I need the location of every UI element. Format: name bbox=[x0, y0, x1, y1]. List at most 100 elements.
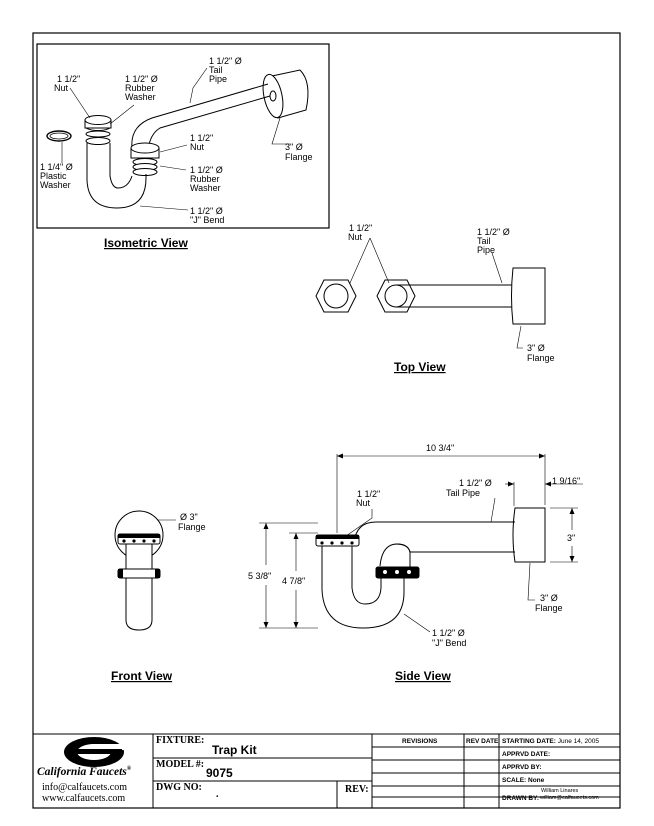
iso-label-top-nut-1: 1 1/2" bbox=[57, 74, 80, 84]
side-tail-top bbox=[353, 521, 515, 544]
side-flange-shape bbox=[512, 507, 546, 563]
side-dimensions bbox=[259, 454, 583, 633]
front-nut-top-shape bbox=[117, 533, 161, 545]
side-label-bend-1: 1 1/2" Ø bbox=[432, 628, 465, 638]
top-label-tail-3: Pipe bbox=[477, 245, 495, 255]
side-dim-total-height: 5 3/8" bbox=[248, 571, 271, 581]
top-label-nut-1: 1 1/2" bbox=[349, 223, 372, 233]
side-label-flange-2: Flange bbox=[535, 603, 563, 613]
model-value: 9075 bbox=[206, 766, 233, 780]
scale-row: SCALE: None bbox=[502, 777, 544, 784]
model-label: MODEL #: bbox=[156, 759, 205, 770]
side-dim-flange: 1 9/16" bbox=[552, 476, 580, 486]
side-dimension-arrows bbox=[263, 453, 575, 628]
starting-date-value: June 14, 2005 bbox=[557, 738, 599, 745]
iso-plastic-washer-shape bbox=[46, 130, 72, 142]
side-dim-bend-height: 4 7/8" bbox=[282, 576, 305, 586]
iso-label-tail-2: Tail bbox=[209, 65, 223, 75]
top-label-tail-2: Tail bbox=[477, 236, 491, 246]
iso-label-plastic-2: Plastic bbox=[40, 171, 67, 181]
isometric-view-title: Isometric View bbox=[104, 236, 188, 250]
side-view: 10 3/4" 1 9/16" 3" 5 3/8" 4 7/8" 1 1/2" … bbox=[248, 443, 583, 683]
starting-date-label: STARTING DATE: bbox=[502, 738, 556, 745]
front-nut-bottom-shape bbox=[117, 568, 161, 579]
side-dim-flange-height: 3" bbox=[567, 533, 575, 543]
top-label-flange-2: Flange bbox=[527, 353, 555, 363]
apprvd-by-label: APPRVD BY: bbox=[502, 764, 542, 771]
iso-label-top-washer-1: 1 1/2" Ø bbox=[125, 74, 158, 84]
iso-tail-pipe-top bbox=[131, 83, 269, 149]
brand-email[interactable]: info@calfaucets.com bbox=[42, 782, 128, 793]
iso-label-bend-2: "J" Bend bbox=[190, 215, 224, 225]
iso-label-top-washer-3: Washer bbox=[125, 92, 156, 102]
iso-label-mid-nut-2: Nut bbox=[190, 142, 205, 152]
drawn-by-email[interactable]: william@calfaucets.com bbox=[540, 795, 599, 801]
iso-label-flange-1: 3" Ø bbox=[285, 142, 303, 152]
front-label-flange-1: Ø 3" bbox=[180, 512, 198, 522]
top-label-nut-2: Nut bbox=[348, 232, 363, 242]
top-view-title: Top View bbox=[394, 360, 446, 374]
iso-mid-nut-shape bbox=[130, 142, 160, 176]
side-label-flange-1: 3" Ø bbox=[540, 593, 558, 603]
iso-label-mid-nut-1: 1 1/2" bbox=[190, 133, 213, 143]
iso-label-flange-2: Flange bbox=[285, 152, 313, 162]
iso-label-top-nut-2: Nut bbox=[54, 83, 69, 93]
iso-bend-inner bbox=[109, 143, 133, 189]
iso-label-top-washer-2: Rubber bbox=[125, 83, 155, 93]
side-bend-inner bbox=[351, 545, 382, 605]
iso-bend-outer bbox=[86, 143, 147, 209]
side-tail-bottom bbox=[379, 543, 515, 567]
iso-label-tail-1: 1 1/2" Ø bbox=[209, 56, 242, 66]
brand-text: California Faucets bbox=[37, 766, 127, 778]
front-view-title: Front View bbox=[111, 669, 173, 683]
top-view: 1 1/2" Nut 1 1/2" Ø Tail Pipe 3" Ø Flang… bbox=[315, 223, 555, 374]
iso-label-mid-washer-2: Rubber bbox=[190, 174, 220, 184]
rev-date-header: REV DATE bbox=[466, 738, 499, 745]
iso-leaders bbox=[61, 67, 290, 211]
side-nut-top-shape bbox=[315, 534, 360, 547]
scale-label: SCALE: bbox=[502, 777, 527, 784]
isometric-frame bbox=[36, 43, 330, 229]
sheet-border bbox=[32, 32, 621, 809]
side-label-bend-2: "J" Bend bbox=[432, 638, 466, 648]
iso-label-bend-1: 1 1/2" Ø bbox=[190, 206, 223, 216]
iso-label-mid-washer-3: Washer bbox=[190, 183, 221, 193]
california-faucets-logo bbox=[64, 737, 126, 767]
iso-label-mid-washer-1: 1 1/2" Ø bbox=[190, 165, 223, 175]
drawn-by-name: William Linares bbox=[541, 788, 579, 794]
top-flange-shape bbox=[511, 267, 546, 325]
side-nut-bottom-shape bbox=[375, 566, 420, 579]
front-label-flange-2: Flange bbox=[178, 522, 206, 532]
top-label-flange-1: 3" Ø bbox=[527, 343, 545, 353]
iso-flange-shape bbox=[262, 69, 309, 119]
front-view: Ø 3" Flange Front View bbox=[111, 510, 206, 683]
side-label-tail-1: 1 1/2" Ø bbox=[459, 478, 492, 488]
iso-label-plastic-3: Washer bbox=[40, 180, 71, 190]
registered-mark: ® bbox=[126, 766, 132, 773]
rev-label: REV: bbox=[345, 784, 369, 795]
side-view-title: Side View bbox=[395, 669, 451, 683]
revisions-header: REVISIONS bbox=[402, 738, 438, 745]
fixture-label: FIXTURE: bbox=[156, 735, 205, 746]
scale-value: None bbox=[528, 777, 545, 784]
side-label-nut-2: Nut bbox=[356, 498, 371, 508]
apprvd-date-label: APPRVD DATE: bbox=[502, 751, 551, 758]
side-label-tail-2: Tail Pipe bbox=[446, 488, 480, 498]
side-dim-width: 10 3/4" bbox=[426, 443, 454, 453]
iso-label-tail-3: Pipe bbox=[209, 74, 227, 84]
title-block-grid bbox=[33, 733, 620, 808]
iso-label-plastic-1: 1 1/4" Ø bbox=[40, 162, 73, 172]
iso-top-nut-shape bbox=[84, 115, 112, 145]
side-bend-outer bbox=[321, 545, 405, 629]
brand-name: California Faucets® bbox=[37, 766, 131, 778]
starting-date-row: STARTING DATE: June 14, 2005 bbox=[502, 738, 599, 745]
dwg-label: DWG NO: bbox=[156, 782, 202, 793]
side-label-nut-1: 1 1/2" bbox=[357, 489, 380, 499]
top-label-tail-1: 1 1/2" Ø bbox=[477, 227, 510, 237]
drawn-by-label: DRAWN BY: bbox=[502, 795, 540, 802]
isometric-view: 1 1/2" Nut 1 1/2" Ø Rubber Washer 1 1/2"… bbox=[36, 43, 330, 250]
fixture-value: Trap Kit bbox=[212, 743, 257, 757]
brand-website[interactable]: www.calfaucets.com bbox=[42, 793, 126, 804]
front-pipe-shape bbox=[125, 540, 153, 631]
